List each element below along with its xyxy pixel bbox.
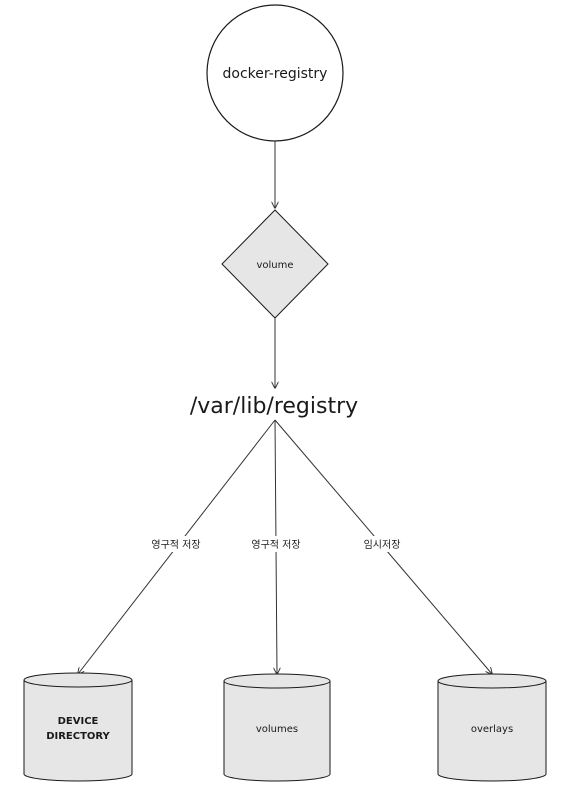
registry-path-label: /var/lib/registry <box>190 394 358 419</box>
edge-label-overlays-bg <box>357 536 407 552</box>
device-directory-label-line1: DEVICE <box>58 716 99 727</box>
volumes-cylinder: volumes <box>223 673 331 782</box>
overlays-body <box>437 681 547 782</box>
volumes-top <box>223 673 331 689</box>
volume-node: volume <box>221 209 329 319</box>
docker-registry-node: docker-registry <box>206 4 344 142</box>
edge-label-volumes-text: 영구적 저장 <box>251 539 300 551</box>
volumes-body <box>223 681 331 782</box>
edge-label-volumes-bg <box>246 536 306 552</box>
edge-label-device: 영구적 저장 <box>146 536 206 552</box>
edge-label-device-bg <box>146 536 206 552</box>
edge-label-device-text: 영구적 저장 <box>151 539 200 551</box>
overlays-cylinder: overlays <box>437 673 547 782</box>
volume-label: volume <box>256 260 293 271</box>
overlays-label: overlays <box>471 724 513 735</box>
edge-label-volumes: 영구적 저장 <box>246 536 306 552</box>
device-directory-label-line2: DIRECTORY <box>46 731 110 742</box>
edge-label-overlays: 임시저장 <box>357 536 407 552</box>
device-directory-body <box>23 680 133 782</box>
device-directory-top <box>23 672 133 688</box>
overlays-top <box>437 673 547 689</box>
volumes-label: volumes <box>256 724 298 735</box>
docker-registry-label: docker-registry <box>223 66 328 82</box>
edge-label-overlays-text: 임시저장 <box>364 538 401 551</box>
device-directory-cylinder: DEVICE DIRECTORY <box>23 672 133 782</box>
